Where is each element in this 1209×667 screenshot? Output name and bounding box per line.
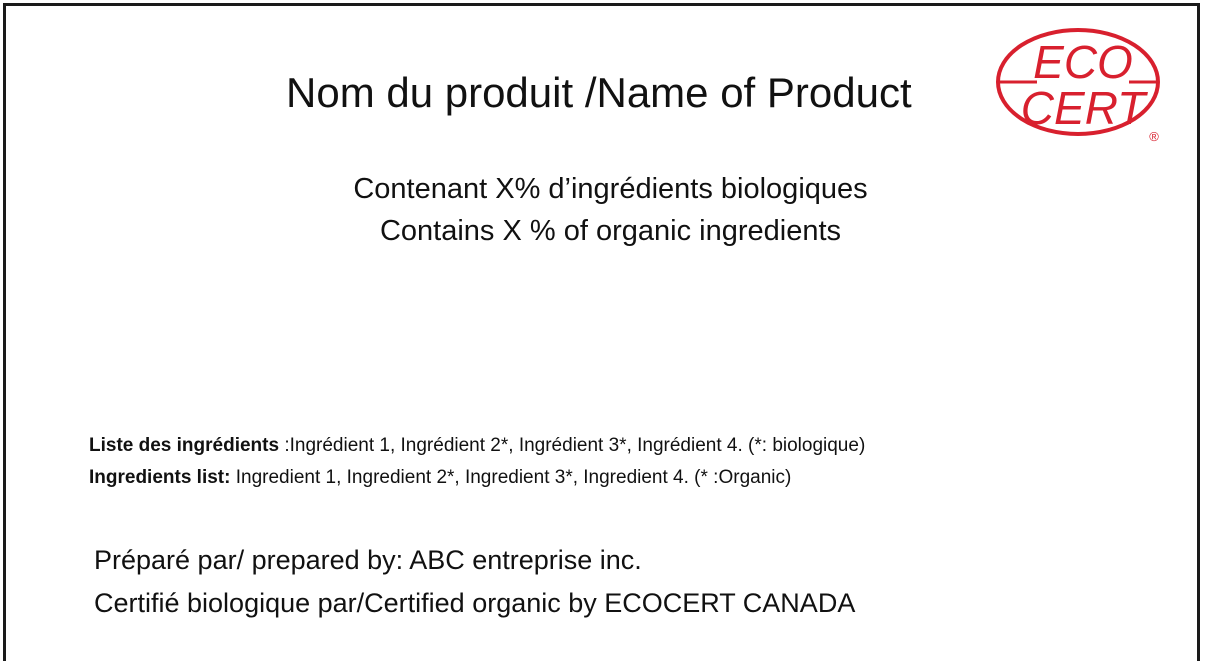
ingredients-label-french: Liste des ingrédients	[89, 435, 280, 456]
registered-mark: ®	[1149, 129, 1159, 144]
product-label: Nom du produit /Name of Product ECO CERT…	[3, 3, 1200, 661]
ingredients-list-french: Liste des ingrédients :Ingrédient 1, Ing…	[89, 434, 865, 458]
product-name: Nom du produit /Name of Product	[286, 69, 912, 116]
logo-cert-text: CERT	[1021, 82, 1148, 134]
ingredients-label-english: Ingredients list:	[89, 467, 231, 488]
ingredients-list-english: Ingredients list: Ingredient 1, Ingredie…	[89, 466, 791, 490]
ingredients-text-english: Ingredient 1, Ingredient 2*, Ingredient …	[230, 467, 792, 488]
certified-by: Certifié biologique par/Certified organi…	[94, 588, 856, 618]
organic-content-french: Contenant X% d’ingrédients biologiques	[353, 173, 868, 205]
ecocert-logo: ECO CERT ®	[996, 28, 1160, 144]
organic-content-english: Contains X % of organic ingredients	[379, 215, 842, 247]
prepared-by: Préparé par/ prepared by: ABC entreprise…	[94, 545, 642, 575]
logo-eco-text: ECO	[1033, 36, 1133, 88]
ingredients-text-french: :Ingrédient 1, Ingrédient 2*, Ingrédient…	[279, 435, 866, 456]
